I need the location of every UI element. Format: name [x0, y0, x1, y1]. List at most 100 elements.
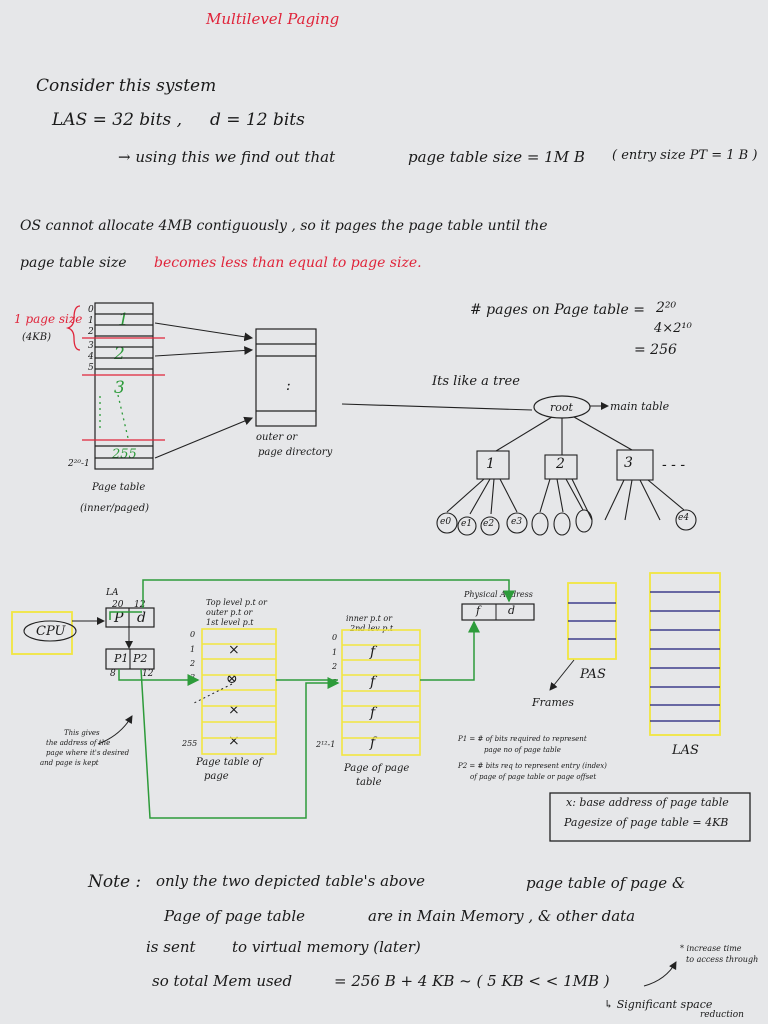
- entry-size-text: ( entry size PT = 1 B ): [612, 148, 758, 163]
- opt-mark-4: ×: [228, 733, 240, 749]
- opt-idx-0: 0: [190, 630, 196, 639]
- ipt-title-1: inner p.t or: [346, 614, 393, 623]
- tree-node-1: 1: [486, 456, 495, 472]
- lt-group-2: 2: [114, 344, 125, 364]
- lt-idx-2: 2: [88, 327, 94, 337]
- os-line-2a: page table size: [20, 255, 127, 271]
- lt-idx-0: 0: [88, 305, 94, 315]
- tree-trail: - - -: [662, 457, 686, 473]
- split-p2-bits: 12: [142, 669, 154, 679]
- cpu-ellipse: [23, 620, 77, 642]
- box-pagesize: Pagesize of page table = 4KB: [564, 816, 729, 829]
- outer-dots: :: [286, 378, 291, 394]
- lt-group-1: 1: [118, 310, 129, 330]
- tree-node-box-1: [476, 450, 510, 480]
- note-1a: Note :: [88, 872, 142, 892]
- note-arrow: [97, 715, 133, 745]
- pas-label: PAS: [580, 667, 606, 682]
- note-3b: to virtual memory (later): [232, 938, 421, 956]
- las-text: LAS = 32 bits ,: [52, 110, 182, 130]
- ipt-idx-1: 1: [332, 648, 338, 657]
- opt-caption-1: Page table of: [196, 757, 263, 768]
- def-p2: P2 = # bits req to represent entry (inde…: [458, 762, 607, 770]
- intro-line-1: Consider this system: [36, 76, 217, 96]
- split-p2: P2: [133, 652, 148, 665]
- opt-mark-3: ×: [228, 702, 240, 718]
- ipt-caption-2: table: [356, 777, 382, 788]
- ipt-idx-0: 0: [332, 633, 338, 642]
- note-4b: = 256 B + 4 KB ~ ( 5 KB < < 1MB ): [334, 972, 610, 990]
- ipt-caption-1: Page of page: [344, 763, 410, 774]
- inner-page-table: [341, 629, 421, 756]
- lt-caption-2: (inner/paged): [80, 503, 150, 514]
- page-size-kb: (4KB): [22, 332, 51, 343]
- formula-result: = 256: [634, 342, 677, 358]
- formula-num: 2²⁰: [656, 300, 677, 316]
- ipt-idx-2: 2: [332, 662, 338, 671]
- lt-idx-1: 1: [88, 316, 94, 326]
- tree-node-3: 3: [624, 455, 633, 471]
- las-memory: [649, 572, 721, 736]
- split-p1: P1: [114, 652, 129, 665]
- red-brace: [65, 305, 81, 351]
- outer-caption-2: page directory: [258, 447, 333, 458]
- left-table-red-dividers: [82, 337, 165, 441]
- note-left-4: and page is kept: [40, 759, 99, 767]
- tree-edges: [436, 416, 697, 536]
- ipt-title-2: 2nd lev p.t: [350, 624, 394, 633]
- leaf-e0: e0: [440, 517, 452, 527]
- leaf-e4: e4: [678, 513, 690, 523]
- ipt-idx-last: 2¹²-1: [316, 740, 336, 749]
- note-4a: so total Mem used: [152, 972, 293, 990]
- lt-group-3: 3: [114, 378, 125, 398]
- arrow-line: → using this we find out that: [118, 148, 336, 166]
- page-size-label: 1 page size: [14, 312, 83, 326]
- la-label: LA: [106, 588, 119, 598]
- note-3a: is sent: [146, 938, 196, 956]
- phys-f: f: [476, 604, 481, 617]
- opt-idx-2: 2: [190, 659, 196, 668]
- la-p: P: [114, 610, 124, 626]
- phys-box: [461, 603, 535, 621]
- opt-idx-1: 1: [190, 645, 196, 654]
- note-left-1: This gives: [64, 729, 100, 737]
- lt-idx-3: 3: [88, 341, 94, 351]
- pt-size-text: page table size = 1M B: [408, 148, 585, 166]
- root-label: root: [550, 401, 573, 414]
- opt-idx-255: 255: [182, 739, 198, 748]
- outer-page-table: [201, 628, 277, 755]
- note-left-3: page where it's desired: [46, 749, 130, 757]
- las-label: LAS: [672, 743, 699, 758]
- tree-node-2: 2: [556, 456, 565, 472]
- formula-lhs: # pages on Page table =: [470, 302, 645, 318]
- left-table-green-dots: [99, 394, 129, 439]
- note-2a: Page of page table: [164, 907, 305, 925]
- note-sig-1: ↳ Significant space: [604, 998, 713, 1011]
- la-p-bits: 20: [112, 600, 124, 610]
- ipt-mark-2: f: [370, 674, 376, 690]
- opt-caption-2: page: [204, 771, 229, 782]
- page-title: Multilevel Paging: [206, 10, 340, 28]
- def-p1: P1 = # of bits required to represent: [458, 735, 587, 743]
- note-1b: only the two depicted table's above: [156, 872, 426, 890]
- note-1c: page table of page &: [526, 874, 686, 892]
- la-d: d: [137, 610, 146, 626]
- lt-idx-5: 5: [88, 363, 94, 373]
- cpu-box: [11, 611, 73, 655]
- phys-d: d: [508, 604, 516, 617]
- note-inc-1: * increase time: [680, 944, 742, 953]
- leaf-e1: e1: [461, 519, 473, 529]
- outer-caption-1: outer or: [256, 432, 298, 443]
- tree-like: Its like a tree: [432, 374, 520, 389]
- opt-title-1: Top level p.t or: [206, 598, 267, 607]
- outer-directory-table: [255, 328, 317, 427]
- la-box: [105, 607, 155, 628]
- note-sig-2: reduction: [700, 1010, 744, 1020]
- opt-title-2: outer p.t or: [206, 608, 253, 617]
- main-table-label: main table: [610, 400, 670, 413]
- note-inc-2: to access through: [686, 955, 759, 964]
- split-p1-bits: 8: [110, 669, 116, 679]
- frames-label: Frames: [532, 696, 575, 709]
- tree-node-box-2: [544, 454, 578, 480]
